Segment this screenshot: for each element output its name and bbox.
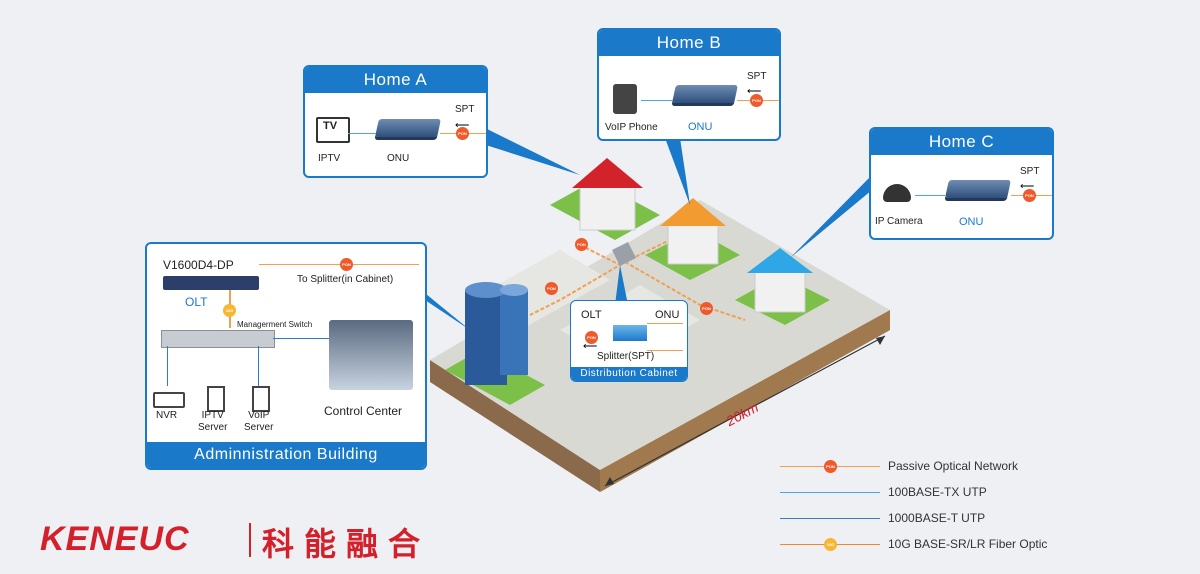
pon-marker: PON — [575, 238, 588, 251]
server-icon — [207, 386, 225, 412]
legend-label: 1000BASE-T UTP — [888, 511, 986, 525]
olt-label: OLT — [185, 295, 208, 309]
home-b-title: Home B — [599, 30, 779, 56]
pon-marker: PON — [824, 460, 837, 473]
brand-divider — [249, 523, 251, 557]
home-a-spt: SPT — [455, 104, 475, 115]
home-c-onu: ONU — [959, 216, 984, 228]
home-b-panel: Home B VoIP Phone ONU PON SPT ⟵ — [597, 28, 781, 141]
arrow-left-icon: ⟵ — [455, 120, 470, 131]
screens-icon — [329, 320, 413, 390]
cabinet-splitter: Splitter(SPT) — [597, 351, 655, 362]
arrow-left-icon: ⟵ — [1020, 181, 1035, 192]
arrow-left-icon: ⟵ — [583, 341, 598, 352]
pon-marker: PON — [1023, 189, 1036, 202]
splitter-box-icon — [613, 325, 647, 341]
home-a-panel: Home A TV IPTV ONU PON SPT ⟵ — [303, 65, 488, 178]
onu-icon — [672, 85, 738, 103]
cabinet-panel: OLT ONU PON ⟵ Splitter(SPT) Distribution… — [570, 300, 688, 382]
home-c-title: Home C — [871, 129, 1052, 155]
camera-icon — [883, 184, 911, 202]
home-a-title: Home A — [305, 67, 486, 93]
cabinet-olt: OLT — [581, 309, 602, 321]
admin-panel: V1600D4-DP OLT PON To Splitter(in Cabine… — [145, 242, 427, 470]
home-a-device: IPTV — [318, 153, 341, 164]
home-c-panel: Home C IP Camera ONU PON SPT ⟵ — [869, 127, 1054, 240]
pon-marker: PON — [545, 282, 558, 295]
fiber-fan — [647, 323, 683, 351]
olt-model: V1600D4-DP — [163, 258, 234, 272]
ten-g-marker: 10G — [223, 304, 236, 317]
link-line — [915, 195, 945, 196]
pon-marker: PON — [456, 127, 469, 140]
ten-g-marker: 10G — [824, 538, 837, 551]
control-center: Control Center — [324, 404, 403, 418]
legend-line-100 — [780, 492, 880, 493]
iptv-server: IPTV Server — [198, 410, 228, 433]
legend-line-1000 — [780, 518, 880, 519]
link-line — [348, 133, 376, 134]
tv-icon — [316, 117, 350, 143]
legend-label: 100BASE-TX UTP — [888, 485, 987, 499]
legend-label: 10G BASE-SR/LR Fiber Optic — [888, 537, 1048, 551]
nvr-icon — [153, 392, 185, 408]
home-c-device: IP Camera — [875, 216, 923, 227]
olt-device-icon — [163, 276, 259, 290]
nvr-label: NVR — [156, 410, 178, 421]
arrow-left-icon: ⟵ — [747, 86, 762, 97]
pon-marker: PON — [340, 258, 353, 271]
cc-link-line — [273, 338, 329, 339]
slab-edge — [430, 310, 890, 492]
pon-marker: PON — [585, 331, 598, 344]
onu-icon — [375, 119, 441, 137]
legend-label: Passive Optical Network — [888, 459, 1019, 473]
fiber-line — [259, 264, 419, 265]
home-b-onu: ONU — [688, 121, 713, 133]
home-c-spt: SPT — [1020, 166, 1040, 177]
admin-title: Adminnistration Building — [147, 442, 425, 468]
onu-icon — [945, 180, 1011, 198]
home-a-onu: ONU — [387, 153, 410, 164]
drop-lines — [167, 346, 259, 386]
home-b-spt: SPT — [747, 71, 767, 82]
switch-device-icon — [161, 330, 275, 348]
pon-marker: PON — [750, 94, 763, 107]
server-icon — [252, 386, 270, 412]
tv-text: TV — [323, 120, 338, 132]
link-line — [641, 100, 673, 101]
brand-cn: 科能融合 — [262, 526, 431, 562]
voip-server: VoIP Server — [244, 410, 274, 433]
phone-icon — [613, 84, 637, 114]
switch-label: Managerment Switch — [237, 320, 313, 329]
brand-logo: KENEUC — [40, 520, 190, 558]
pon-marker: PON — [700, 302, 713, 315]
cabinet-title: Distribution Cabinet — [571, 367, 687, 381]
splitter-link: To Splitter(in Cabinet) — [297, 274, 394, 285]
cabinet-onu: ONU — [655, 309, 680, 321]
home-b-device: VoIP Phone — [605, 122, 658, 133]
